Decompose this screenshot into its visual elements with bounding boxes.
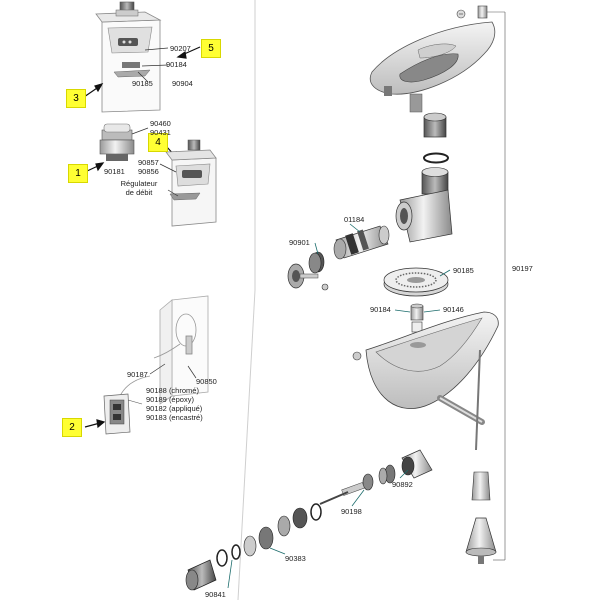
panel-dividers [237,0,256,600]
label-90892: 90892 [392,480,413,489]
label-90431: 90431 [150,128,171,137]
label-90460: 90460 [150,119,171,128]
top-screws [456,5,488,19]
supply-fitting-assembly [185,503,322,591]
label-90850: 90850 [196,377,217,386]
label-90183: 90183 (encastré) [146,413,203,422]
label-90184-left: 90184 [166,60,187,69]
leader-lines-mid [131,127,179,197]
top-cover [369,21,496,113]
flow-regulator-cartridge [99,123,135,161]
leader-lines-low [149,363,197,379]
label-90904: 90904 [172,79,193,88]
label-90182: 90182 (appliqué) [146,404,203,413]
wall-mounted-unit-sketch [119,295,209,405]
label-90856: 90856 [138,167,159,176]
callout-badge-1: 1 [68,164,88,183]
callout-badge-4: 4 [148,133,168,152]
label-90181: 90181 [104,167,125,176]
spray-disc [383,267,449,297]
regulator-housing-unit [165,139,217,227]
valve-assembly [287,225,390,291]
callout-badge-5: 5 [201,39,221,58]
label-90188: 90188 (chromé) [146,386,199,395]
small-nozzle [410,303,424,333]
label-90857: 90857 [138,158,159,167]
label-90383: 90383 [285,554,306,563]
leader-lines-right [227,223,451,589]
handle-parts [465,471,497,564]
label-90187: 90187 [127,370,148,379]
label-90841: 90841 [205,590,226,599]
mounting-bracket [103,393,143,435]
callout-badge-2: 2 [62,418,82,437]
label-90901: 90901 [289,238,310,247]
label-90185-left: 90185 [132,79,153,88]
label-regulateur-1: Régulateur [120,179,158,188]
leader-lines-top [137,47,169,83]
bottom-shell [352,311,499,409]
top-shower-unit [95,1,162,113]
callout-badge-3: 3 [66,89,86,108]
label-90207: 90207 [170,44,191,53]
cartridge-90892 [378,449,433,485]
label-regulateur-2: de débit [125,188,153,197]
coupling-stack [395,112,453,243]
reference-line-90197 [486,11,506,561]
diverter-rod [437,349,485,451]
label-90185-right: 90185 [453,266,474,275]
label-90146: 90146 [443,305,464,314]
label-90198: 90198 [341,507,362,516]
label-90189: 90189 (époxy) [146,395,194,404]
label-90184-right: 90184 [370,305,391,314]
label-01184: 01184 [344,215,365,224]
part-90198 [319,473,374,505]
label-90197: 90197 [512,264,533,273]
